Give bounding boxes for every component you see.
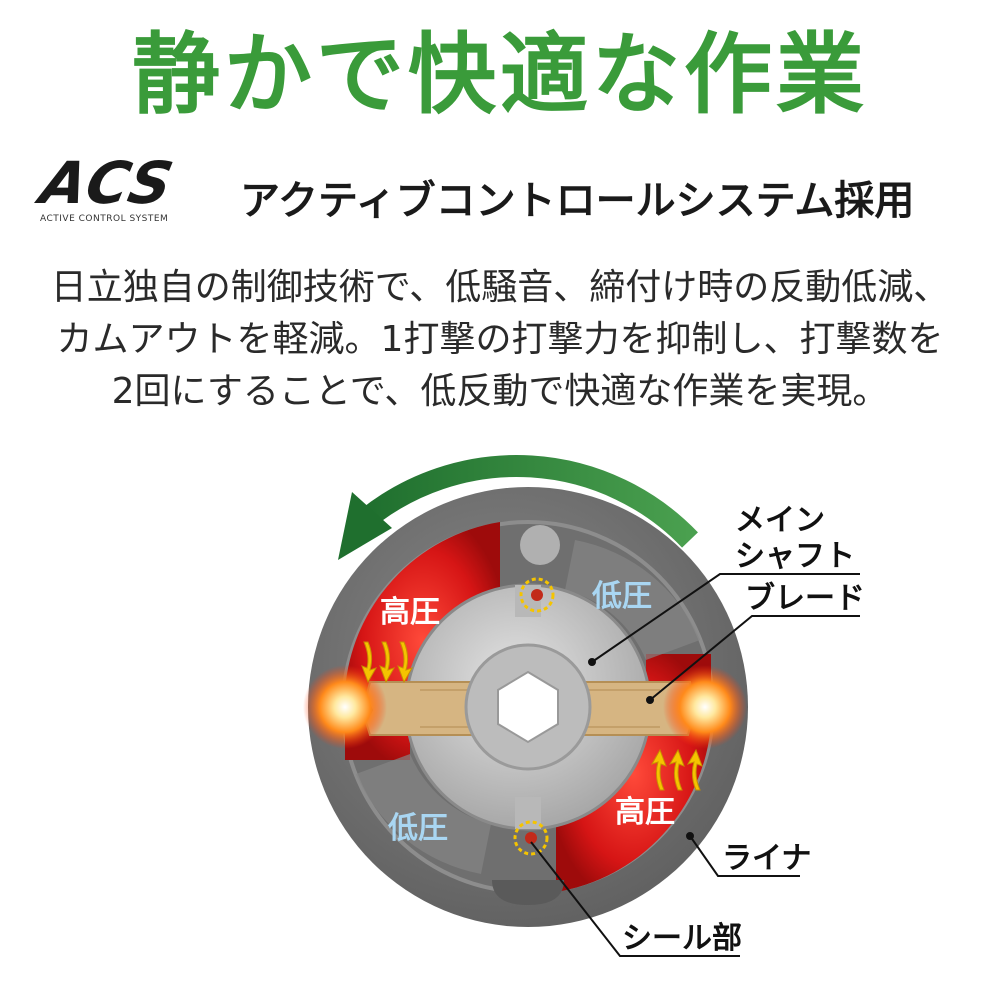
label-low-pressure-bottom: 低圧 <box>387 811 448 846</box>
low-pressure-area-right <box>565 540 700 660</box>
flow-arrows-left-icon <box>361 641 414 684</box>
seal-marker-top-icon <box>519 577 555 613</box>
callout-main-shaft-line1: メイン <box>735 503 825 538</box>
callout-blade: ブレード <box>745 581 865 616</box>
low-pressure-area-left <box>356 754 491 874</box>
rotation-arrow-icon <box>338 455 698 560</box>
callout-main-shaft-line2: シャフト <box>735 539 855 574</box>
label-high-pressure-left: 高圧 <box>380 595 440 630</box>
hub-tab-bottom <box>515 797 541 829</box>
body-line-2: カムアウトを軽減。1打撃の打撃力を抑制し、打撃数を <box>56 319 944 360</box>
acs-logo-subtitle: ACTIVE CONTROL SYSTEM <box>40 214 169 224</box>
acs-logo: ACS ACTIVE CONTROL SYSTEM <box>30 149 240 230</box>
label-low-pressure-top: 低圧 <box>591 579 652 614</box>
body-line-1: 日立独自の制御技術で、低騒音、締付け時の反動低減、 <box>50 267 950 308</box>
body-line-3: 2回にすることで、低反動で快適な作業を実現。 <box>111 371 889 412</box>
body-text: 日立独自の制御技術で、低騒音、締付け時の反動低減、 カムアウトを軽減。1打撃の打… <box>0 262 1000 418</box>
flow-arrows-right-icon <box>650 748 703 791</box>
top-notch <box>520 525 560 565</box>
hex-socket <box>497 670 559 744</box>
callout-liner: ライナ <box>722 841 811 876</box>
callout-seal: シール部 <box>622 921 742 956</box>
acs-title: アクティブコントロールシステム採用 <box>240 178 915 224</box>
headline: 静かで快適な作業 <box>131 23 868 126</box>
callout-lines <box>530 573 860 957</box>
impact-glow-right <box>663 665 747 749</box>
bottom-notch <box>492 880 564 905</box>
impact-glow-left <box>303 665 387 749</box>
label-high-pressure-right: 高圧 <box>615 795 675 830</box>
seal-marker-bottom-icon <box>513 820 549 856</box>
